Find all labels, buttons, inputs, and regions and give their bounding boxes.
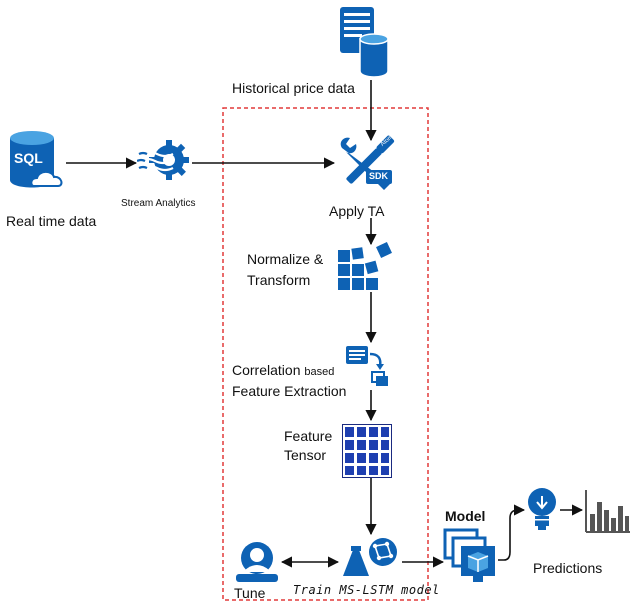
correlation-based-text: based <box>304 366 335 378</box>
sql-database-icon: SQL <box>2 128 72 194</box>
train-model-icon <box>343 538 397 576</box>
normalize-label-line1: Normalize & <box>247 251 324 267</box>
real-time-data-label: Real time data <box>6 213 97 229</box>
stream-analytics-icon <box>137 140 189 180</box>
wrench-screwdriver-icon <box>340 135 395 190</box>
feature-tensor-icon <box>342 424 392 478</box>
tune-user-icon <box>236 542 278 582</box>
tune-label: Tune <box>234 585 266 601</box>
correlation-text: Correlation <box>232 362 305 378</box>
normalize-label-line2: Transform <box>247 272 311 288</box>
historical-price-data-label: Historical price data <box>232 80 355 96</box>
stream-analytics-label: Stream Analytics <box>121 198 196 209</box>
sql-text: SQL <box>14 150 43 166</box>
predictions-label: Predictions <box>533 560 603 576</box>
sdk-tools-icon: SDK Atom <box>336 134 398 196</box>
train-ms-lstm-label: Train MS-LSTM model <box>293 583 440 597</box>
normalize-transform-icon <box>338 242 392 290</box>
historical-data-icon <box>340 7 389 78</box>
feature-tensor-label-line1: Feature <box>284 428 333 444</box>
model-label: Model <box>445 508 486 524</box>
bar-chart-icon <box>585 490 630 533</box>
apply-ta-label: Apply TA <box>329 203 385 219</box>
pipeline-boundary <box>222 107 429 601</box>
feature-extraction-icon <box>346 346 388 386</box>
model-cube-icon <box>443 528 495 582</box>
lightbulb-icon <box>528 488 556 530</box>
arrow-model-to-predictions <box>498 504 526 561</box>
sql-cylinder-shape <box>10 131 63 188</box>
correlation-label-line1: Correlation based <box>232 362 334 378</box>
sdk-text: SDK <box>369 171 389 181</box>
correlation-label-line2: Feature Extraction <box>232 383 347 399</box>
feature-tensor-label-line2: Tensor <box>284 447 327 463</box>
